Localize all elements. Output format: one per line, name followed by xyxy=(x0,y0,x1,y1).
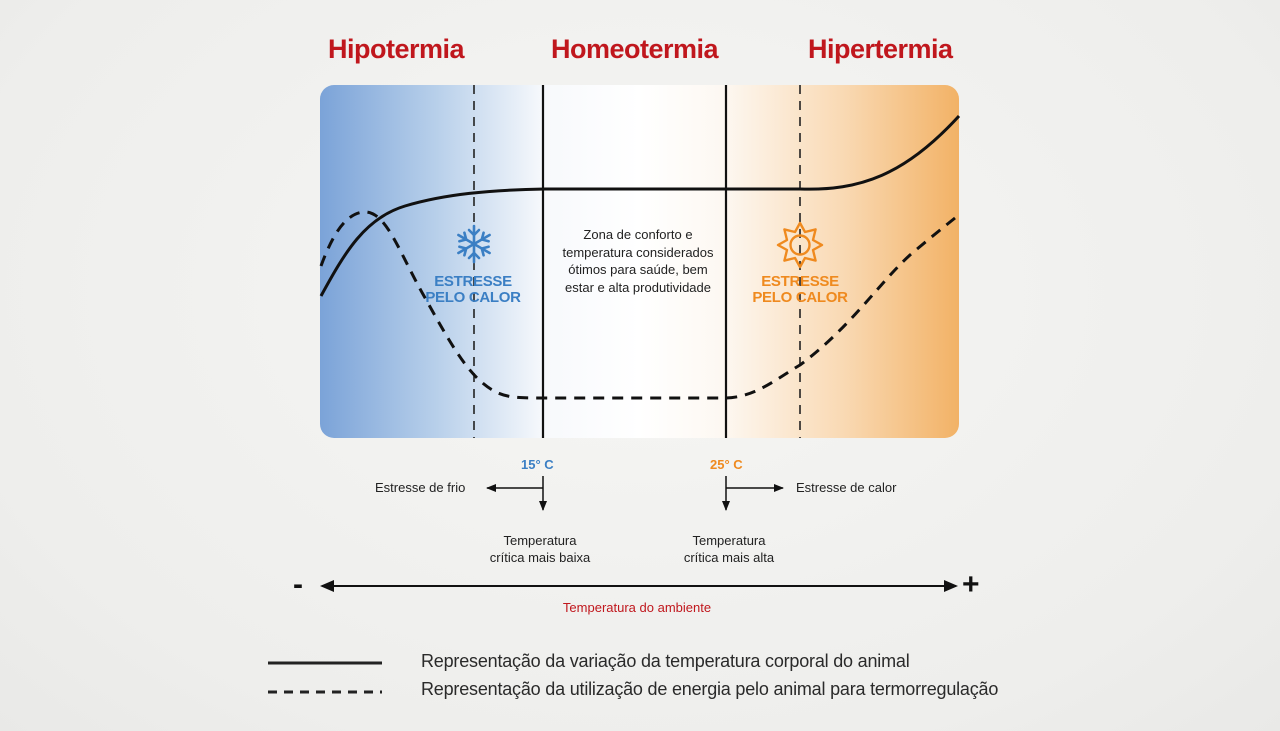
comfort-zone-text: Zona de conforto e temperatura considera… xyxy=(562,227,714,295)
axis-title: Temperatura do ambiente xyxy=(562,600,712,615)
axis-plus-sign: + xyxy=(962,568,980,601)
ambient-temperature-axis xyxy=(320,580,958,592)
heat-stress-label: ESTRESSE PELO CALOR xyxy=(752,273,848,306)
zone-title-hipotermia: Hipotermia xyxy=(328,34,465,64)
high-temperature-label: 25° C xyxy=(710,457,743,472)
cold-stress-text: Estresse de frio xyxy=(375,480,466,495)
low-temperature-label: 15° C xyxy=(521,457,554,472)
legend-dashed-label: Representação da utilização de energia p… xyxy=(421,679,999,699)
energy-usage-curve xyxy=(319,210,956,400)
zone-title-homeotermia: Homeotermia xyxy=(551,34,719,64)
heat-stress-text: Estresse de calor xyxy=(796,480,897,495)
legend-solid-label: Representação da variação da temperatura… xyxy=(421,651,910,671)
snowflake-icon xyxy=(457,224,491,264)
critical-low-text: Temperatura crítica mais baixa xyxy=(489,533,591,565)
sun-icon xyxy=(776,221,824,269)
cold-stress-label: ESTRESSE PELO CALOR xyxy=(425,273,521,306)
axis-minus-sign: - xyxy=(293,568,303,601)
zone-title-hipertermia: Hipertermia xyxy=(808,34,953,64)
body-temperature-curve xyxy=(319,114,961,297)
critical-high-text: Temperatura crítica mais alta xyxy=(683,533,775,565)
